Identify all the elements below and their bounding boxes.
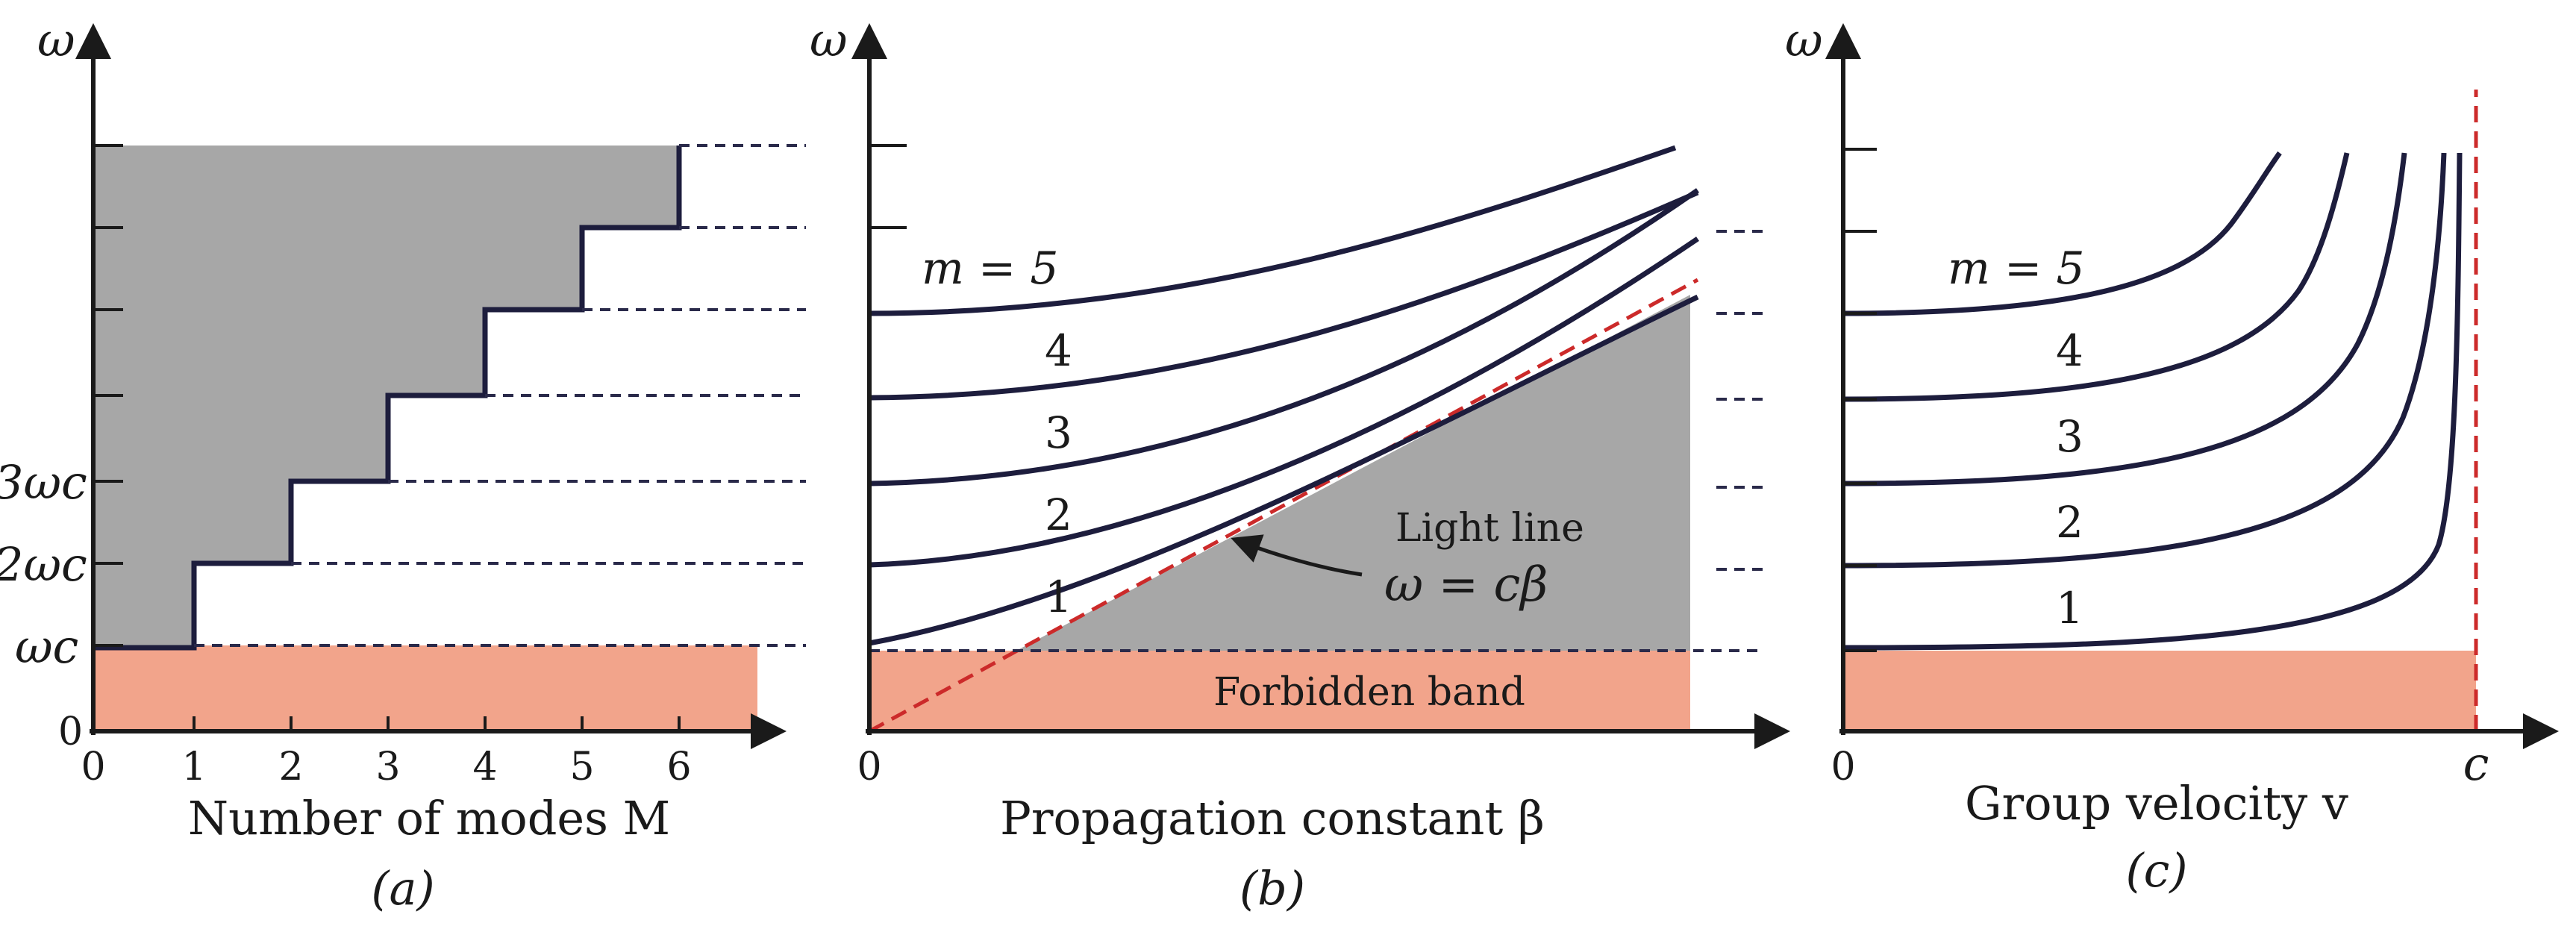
svg-text:6: 6 bbox=[666, 745, 691, 789]
panel-b-origin-label: 0 bbox=[857, 745, 881, 789]
panel-b-level-lines bbox=[869, 230, 1769, 652]
panel-b-light-line bbox=[868, 278, 1699, 733]
panel-b-curve-m2 bbox=[869, 237, 1699, 568]
panel-b-light-line-pointer bbox=[1231, 534, 1363, 577]
panel-a-y-axis-label: ω bbox=[37, 13, 75, 67]
panel-c: ω 0 c m = 5 4 3 2 1 Group velocity v (c) bbox=[1785, 13, 2559, 898]
panel-b-y-axis-label: ω bbox=[810, 13, 848, 67]
panel-c-caption: (c) bbox=[2125, 843, 2187, 898]
panel-b-forbidden-band bbox=[869, 651, 1690, 731]
svg-text:3: 3 bbox=[375, 745, 400, 789]
svg-text:5: 5 bbox=[569, 745, 594, 789]
panel-a-x-ticks bbox=[193, 716, 681, 731]
panel-a-x-axis-title: Number of modes M bbox=[188, 791, 670, 845]
svg-text:0: 0 bbox=[81, 745, 105, 789]
panel-c-mode-label-2: 2 bbox=[2056, 497, 2083, 548]
panel-a-y-tick-label-1: ωc bbox=[15, 619, 78, 674]
panel-c-curve-m3 bbox=[1842, 152, 2407, 487]
panel-c-mode-curves bbox=[1842, 151, 2463, 651]
svg-text:1: 1 bbox=[181, 745, 206, 789]
panel-b-mode-label-1: 1 bbox=[1045, 572, 1072, 622]
panel-b-mode-label-2: 2 bbox=[1045, 489, 1072, 540]
panel-b-curve-m1 bbox=[869, 294, 1699, 646]
svg-text:4: 4 bbox=[472, 745, 497, 789]
panel-c-curve-m5 bbox=[1842, 151, 2282, 316]
panel-a-y-tick-label-2: 2ωc bbox=[0, 537, 87, 592]
panel-c-y-axis-label: ω bbox=[1785, 13, 1823, 67]
panel-c-mode-label-3: 3 bbox=[2056, 411, 2083, 462]
panel-b-light-line-equation: ω = cβ bbox=[1384, 557, 1548, 613]
panel-b-curve-m4 bbox=[869, 190, 1699, 401]
panel-b-curve-m5 bbox=[869, 145, 1677, 316]
svg-text:2: 2 bbox=[278, 745, 303, 789]
panel-b: ω 0 m = 5 4 3 2 1 Light line ω = cβ Forb… bbox=[810, 13, 1790, 916]
panel-b-mode-label-3: 3 bbox=[1045, 407, 1072, 458]
panel-c-x-axis-title: Group velocity v bbox=[1965, 776, 2348, 830]
panel-b-caption: (b) bbox=[1239, 861, 1305, 916]
panel-c-curve-m2 bbox=[1842, 152, 2447, 569]
panel-c-origin-label: 0 bbox=[1831, 745, 1855, 789]
panel-c-mode-label-4: 4 bbox=[2056, 325, 2083, 376]
panel-a-y-ticks bbox=[93, 144, 123, 647]
panel-a-y-tick-label-0: 0 bbox=[58, 710, 83, 754]
panel-b-light-line-label: Light line bbox=[1395, 506, 1584, 551]
panel-a-y-tick-label-3: 3ωc bbox=[0, 455, 87, 510]
panel-c-c-label: c bbox=[2463, 736, 2489, 791]
panel-b-mode-curves bbox=[869, 145, 1699, 646]
panel-c-curve-m1 bbox=[1842, 152, 2463, 651]
panel-c-mode-label-1: 1 bbox=[2056, 583, 2083, 634]
panel-c-forbidden-band bbox=[1843, 651, 2476, 731]
panel-c-curve-m4 bbox=[1842, 152, 2350, 402]
panel-a: ω 0 ωc 2ωc 3ωc 0 1 2 3 4 5 6 Number of m… bbox=[0, 13, 806, 916]
panel-a-level-lines bbox=[194, 144, 806, 647]
panel-b-forbidden-label: Forbidden band bbox=[1213, 670, 1525, 715]
panel-b-x-axis-title: Propagation constant β bbox=[1000, 791, 1545, 845]
panel-b-mode-label-4: 4 bbox=[1045, 325, 1072, 376]
panel-b-mode-label-5: m = 5 bbox=[922, 243, 1059, 295]
panel-a-forbidden-band bbox=[93, 645, 757, 731]
panel-a-caption: (a) bbox=[371, 861, 434, 916]
panel-b-curve-m3 bbox=[869, 188, 1699, 487]
panel-c-y-ticks bbox=[1843, 148, 1877, 652]
panel-b-y-ticks bbox=[869, 144, 907, 229]
panel-a-staircase-outline bbox=[93, 146, 682, 651]
panel-a-x-tick-labels: 0 1 2 3 4 5 6 bbox=[81, 745, 691, 789]
panel-c-mode-label-5: m = 5 bbox=[1948, 243, 2085, 295]
